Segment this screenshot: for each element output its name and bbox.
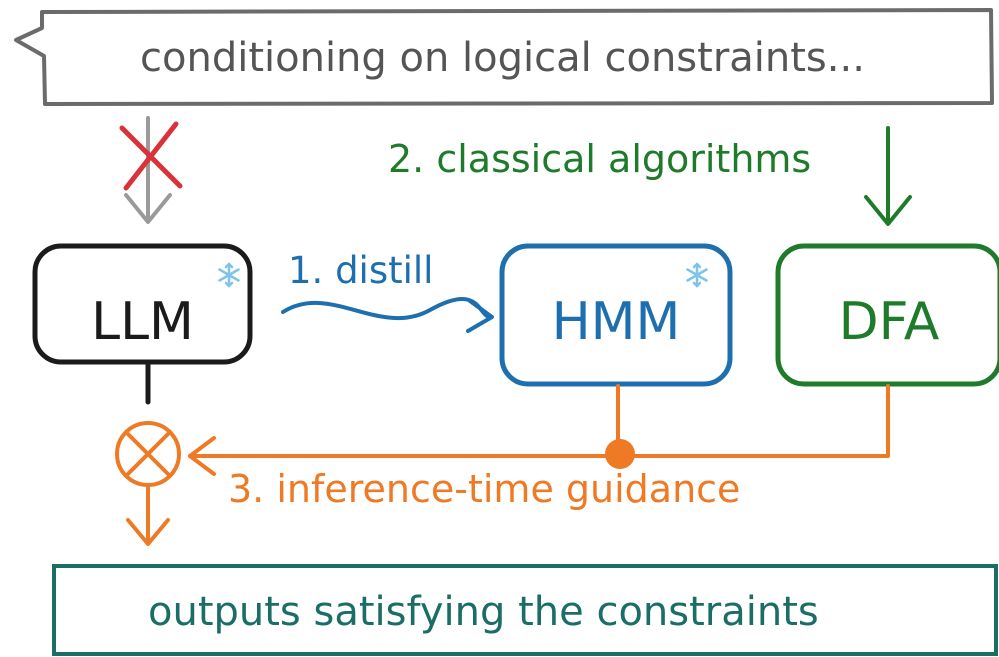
prompt-bubble [14, 8, 994, 106]
distill-arrow [281, 297, 494, 333]
llm-box [32, 243, 253, 365]
llm-snowflake-icon [218, 262, 240, 288]
guidance-merge-dot [605, 439, 635, 469]
outputs-box [52, 564, 998, 656]
hmm-box [499, 243, 733, 387]
hmm-snowflake-icon [686, 262, 708, 288]
blocked-arrow [124, 116, 172, 224]
classical-arrow [864, 126, 912, 226]
blocked-x-icon [119, 121, 183, 191]
dfa-box [775, 243, 999, 387]
guidance-lines [188, 384, 890, 476]
outputs-arrow [126, 486, 170, 546]
combine-icon [115, 421, 181, 487]
